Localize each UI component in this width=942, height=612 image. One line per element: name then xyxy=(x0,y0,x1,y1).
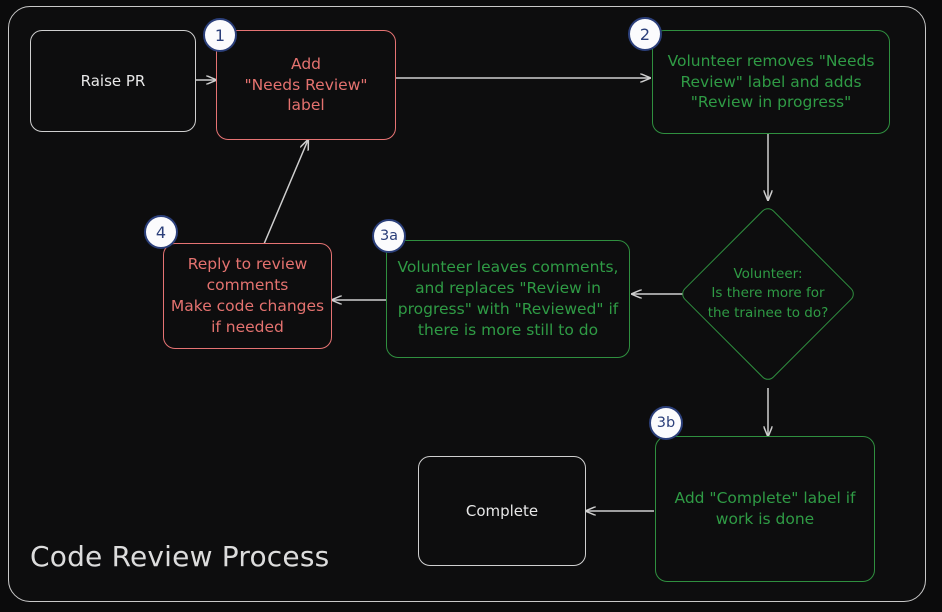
node-decision-label: Volunteer: Is there more for the trainee… xyxy=(707,266,829,321)
badge-step-4-text: 4 xyxy=(155,222,167,242)
node-add-needs-review-label[interactable]: Add "Needs Review" label xyxy=(216,30,396,140)
badge-step-3a-text: 3a xyxy=(379,228,399,244)
node-volunteer-leaves-comments-text: Volunteer leaves comments, and replaces … xyxy=(397,258,619,339)
node-volunteer-removes-label[interactable]: Volunteer removes "Needs Review" label a… xyxy=(652,30,890,134)
node-add-needs-review-text: Add "Needs Review" label xyxy=(244,54,368,115)
node-reply-to-review-comments[interactable]: Reply to review comments Make code chang… xyxy=(163,243,332,349)
node-volunteer-leaves-comments[interactable]: Volunteer leaves comments, and replaces … xyxy=(386,240,630,358)
node-complete[interactable]: Complete xyxy=(418,456,586,566)
node-add-complete-label-text: Add "Complete" label if work is done xyxy=(674,489,856,528)
node-decision-more-work[interactable]: Volunteer: Is there more for the trainee… xyxy=(678,204,858,384)
badge-step-2-text: 2 xyxy=(639,24,651,44)
badge-step-1: 1 xyxy=(203,18,237,52)
badge-step-3a: 3a xyxy=(372,219,406,253)
node-reply-to-review-comments-text: Reply to review comments Make code chang… xyxy=(170,255,325,336)
node-complete-label: Complete xyxy=(465,501,539,520)
badge-step-1-text: 1 xyxy=(214,25,226,45)
badge-step-4: 4 xyxy=(144,215,178,249)
badge-step-3b-text: 3b xyxy=(656,415,676,431)
node-add-complete-label[interactable]: Add "Complete" label if work is done xyxy=(655,436,875,582)
node-raise-pr[interactable]: Raise PR xyxy=(30,30,196,132)
node-volunteer-removes-text: Volunteer removes "Needs Review" label a… xyxy=(667,51,875,112)
diagram-title: Code Review Process xyxy=(30,540,330,573)
badge-step-3b: 3b xyxy=(649,406,683,440)
badge-step-2: 2 xyxy=(628,17,662,51)
node-raise-pr-label: Raise PR xyxy=(80,71,146,90)
